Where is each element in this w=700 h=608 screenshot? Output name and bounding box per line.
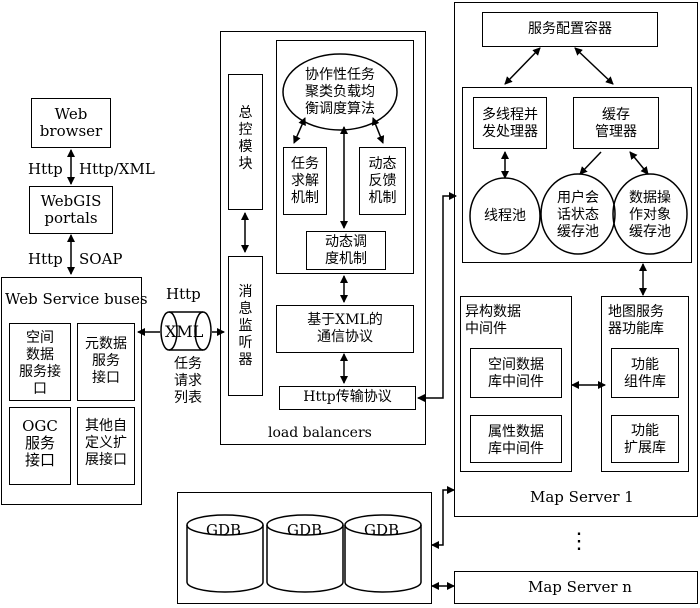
heterogeneous-middleware-frame: 异构数据 中间件: [460, 296, 572, 472]
label-http-queue: Http: [166, 285, 201, 303]
bus-spatial-interface: 空间 数据 服务接 口: [9, 323, 71, 401]
data-cache-label: 数据操 作对象 缓存池: [629, 190, 671, 240]
function-component-library: 功能 组件库: [611, 348, 679, 398]
service-config-container: 服务配置容器: [482, 12, 658, 47]
map-server-n-caption: Map Server n: [528, 578, 632, 596]
task-solving-mechanism: 任务 求解 机制: [283, 147, 327, 215]
master-control-module: 总 控 模 块: [228, 74, 263, 210]
hetero-middleware-label: 异构数据 中间件: [465, 304, 521, 337]
bus-title: Web Service buses: [5, 290, 148, 308]
http-protocol-box: Http传输协议: [279, 386, 416, 410]
web-service-bus: Web Service buses: [1, 277, 148, 505]
gdb-label-3: GDB: [364, 521, 400, 539]
map-server-1-frame: [454, 2, 698, 517]
algorithm-label: 协作性任务 聚类负载均 衡调度算法: [305, 67, 375, 117]
map-function-library-frame: 地图服务 器功能库: [601, 296, 689, 472]
gdb-label-2: GDB: [287, 521, 323, 539]
bus-ogc-interface: OGC 服务 接口: [9, 407, 71, 485]
arrow-container-mt: [504, 47, 541, 85]
attribute-db-middleware: 属性数据 库中间件: [470, 415, 562, 463]
bus-metadata-interface: 元数据 服务 接口: [77, 323, 135, 401]
gdb-label-1: GDB: [206, 521, 242, 539]
gdb-group-frame: [177, 492, 432, 604]
label-http-top: Http: [28, 160, 63, 178]
webgis-portals-box: WebGIS portals: [29, 186, 113, 234]
map-server-1-caption: Map Server 1: [530, 488, 634, 506]
threadpool-label: 线程池: [484, 208, 526, 224]
gdb-cylinder-2: [266, 514, 344, 593]
bus-custom-interface: 其他自 定义扩 展接口: [77, 407, 135, 485]
cache-manager: 缓存 管理器: [573, 97, 659, 149]
dynamic-scheduling-mechanism: 动态调 度机制: [306, 231, 386, 270]
arrow-lb-mapserver: [417, 192, 457, 402]
arrow-cache-session: [579, 151, 602, 175]
threadpool-circle: [469, 177, 541, 255]
session-cache-circle: [540, 173, 616, 255]
spatial-db-middleware: 空间数据 库中间件: [470, 348, 562, 398]
load-balancers-frame: [220, 31, 426, 445]
map-server-n-frame: [454, 571, 698, 604]
label-http-xml: Http/XML: [79, 160, 155, 178]
arrow-algo-task: [293, 117, 306, 144]
load-balancers-caption: load balancers: [268, 425, 372, 441]
cache-processing-frame: [462, 87, 692, 263]
dynamic-feedback-mechanism: 动态 反馈 机制: [359, 147, 406, 215]
xml-protocol-box: 基于XML的 通信协议: [276, 305, 414, 353]
message-listener: 消 息 监 听 器: [228, 256, 263, 396]
label-xml-queue: XML: [165, 322, 204, 341]
data-cache-circle: [612, 173, 688, 255]
arrow-gdb-mapserver1: [431, 486, 455, 549]
function-extension-library: 功能 扩展库: [611, 415, 679, 463]
web-browser-box: Web browser: [31, 98, 111, 148]
task-request-list-caption: 任务 请求 列表: [174, 356, 202, 406]
label-http-bottom: Http: [28, 250, 63, 268]
algorithm-ellipse: [282, 53, 398, 131]
more-servers-ellipsis: ⋮: [568, 529, 590, 554]
multithread-processor: 多线程并 发处理器: [473, 97, 547, 149]
map-function-library-label: 地图服务 器功能库: [608, 304, 664, 337]
arrow-container-cache: [574, 47, 614, 85]
label-soap: SOAP: [79, 250, 123, 268]
session-cache-label: 用户会 话状态 缓存池: [557, 190, 599, 240]
arrow-cache-data: [629, 151, 649, 175]
gdb-cylinder-3: [344, 514, 422, 593]
algorithm-group-box: [276, 40, 414, 274]
gdb-cylinder-1: [186, 514, 264, 593]
